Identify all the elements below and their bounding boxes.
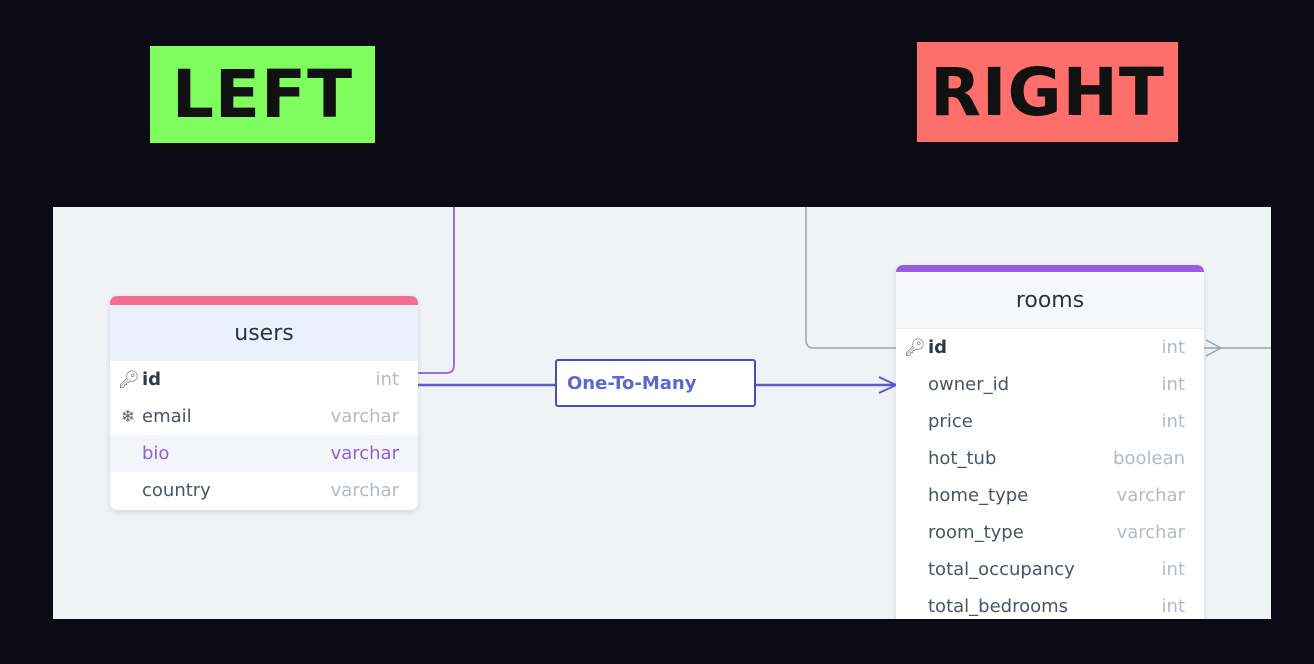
diagram-canvas[interactable]: One-To-Many users 🔑︎ id int ❄ email varc… <box>53 207 1271 619</box>
field-name: email <box>142 406 192 427</box>
field-type: int <box>1161 596 1185 617</box>
rooms-field-row[interactable]: 🔑︎ id int <box>896 329 1204 366</box>
rooms-accent-bar <box>896 265 1204 272</box>
crows-foot-marker <box>878 376 897 394</box>
field-type: boolean <box>1113 448 1185 469</box>
rooms-table-card[interactable]: rooms 🔑︎ id int owner_id int price int h… <box>896 265 1204 619</box>
field-type: int <box>1161 411 1185 432</box>
users-field-row[interactable]: country varchar <box>110 472 418 509</box>
rooms-field-row[interactable]: home_type varchar <box>896 477 1204 514</box>
relationship-lines <box>418 207 1271 394</box>
field-name: owner_id <box>928 374 1010 395</box>
field-name: country <box>142 480 211 501</box>
field-name: id <box>142 369 162 390</box>
field-type: int <box>1161 337 1185 358</box>
users-field-row[interactable]: ❄ email varchar <box>110 398 418 435</box>
field-type: varchar <box>1116 522 1185 543</box>
rooms-table-title[interactable]: rooms <box>896 272 1204 329</box>
field-name: bio <box>142 443 170 464</box>
field-name: home_type <box>928 485 1029 506</box>
rooms-field-row[interactable]: total_bedrooms int <box>896 588 1204 619</box>
users-incoming-line <box>418 207 455 374</box>
field-type: int <box>1161 559 1185 580</box>
relationship-label[interactable]: One-To-Many <box>555 359 756 407</box>
users-accent-bar <box>110 296 418 305</box>
field-name: total_occupancy <box>928 559 1075 580</box>
field-name: id <box>928 337 948 358</box>
field-type: int <box>375 369 399 390</box>
rooms-field-row[interactable]: room_type varchar <box>896 514 1204 551</box>
key-icon: 🔑︎ <box>118 369 140 390</box>
field-name: price <box>928 411 973 432</box>
field-name: room_type <box>928 522 1024 543</box>
snowflake-icon: ❄ <box>120 406 136 427</box>
field-type: varchar <box>330 406 399 427</box>
left-label-banner: LEFT <box>150 46 375 143</box>
key-icon: 🔑︎ <box>904 337 926 358</box>
right-label-banner: RIGHT <box>917 42 1178 142</box>
field-type: varchar <box>1116 485 1185 506</box>
users-field-row[interactable]: 🔑︎ id int <box>110 361 418 398</box>
field-type: int <box>1161 374 1185 395</box>
rooms-field-row[interactable]: hot_tub boolean <box>896 440 1204 477</box>
users-table-title[interactable]: users <box>110 305 418 361</box>
rooms-field-row[interactable]: total_occupancy int <box>896 551 1204 588</box>
rooms-incoming-line <box>805 207 896 349</box>
field-name: total_bedrooms <box>928 596 1069 617</box>
users-table-card[interactable]: users 🔑︎ id int ❄ email varchar bio varc… <box>110 296 418 510</box>
rooms-field-row[interactable]: owner_id int <box>896 366 1204 403</box>
rooms-field-row[interactable]: price int <box>896 403 1204 440</box>
rooms-outgoing-marker <box>1205 339 1223 357</box>
field-name: hot_tub <box>928 448 997 469</box>
field-type: varchar <box>330 443 399 464</box>
users-field-row[interactable]: bio varchar <box>110 435 418 472</box>
field-type: varchar <box>330 480 399 501</box>
